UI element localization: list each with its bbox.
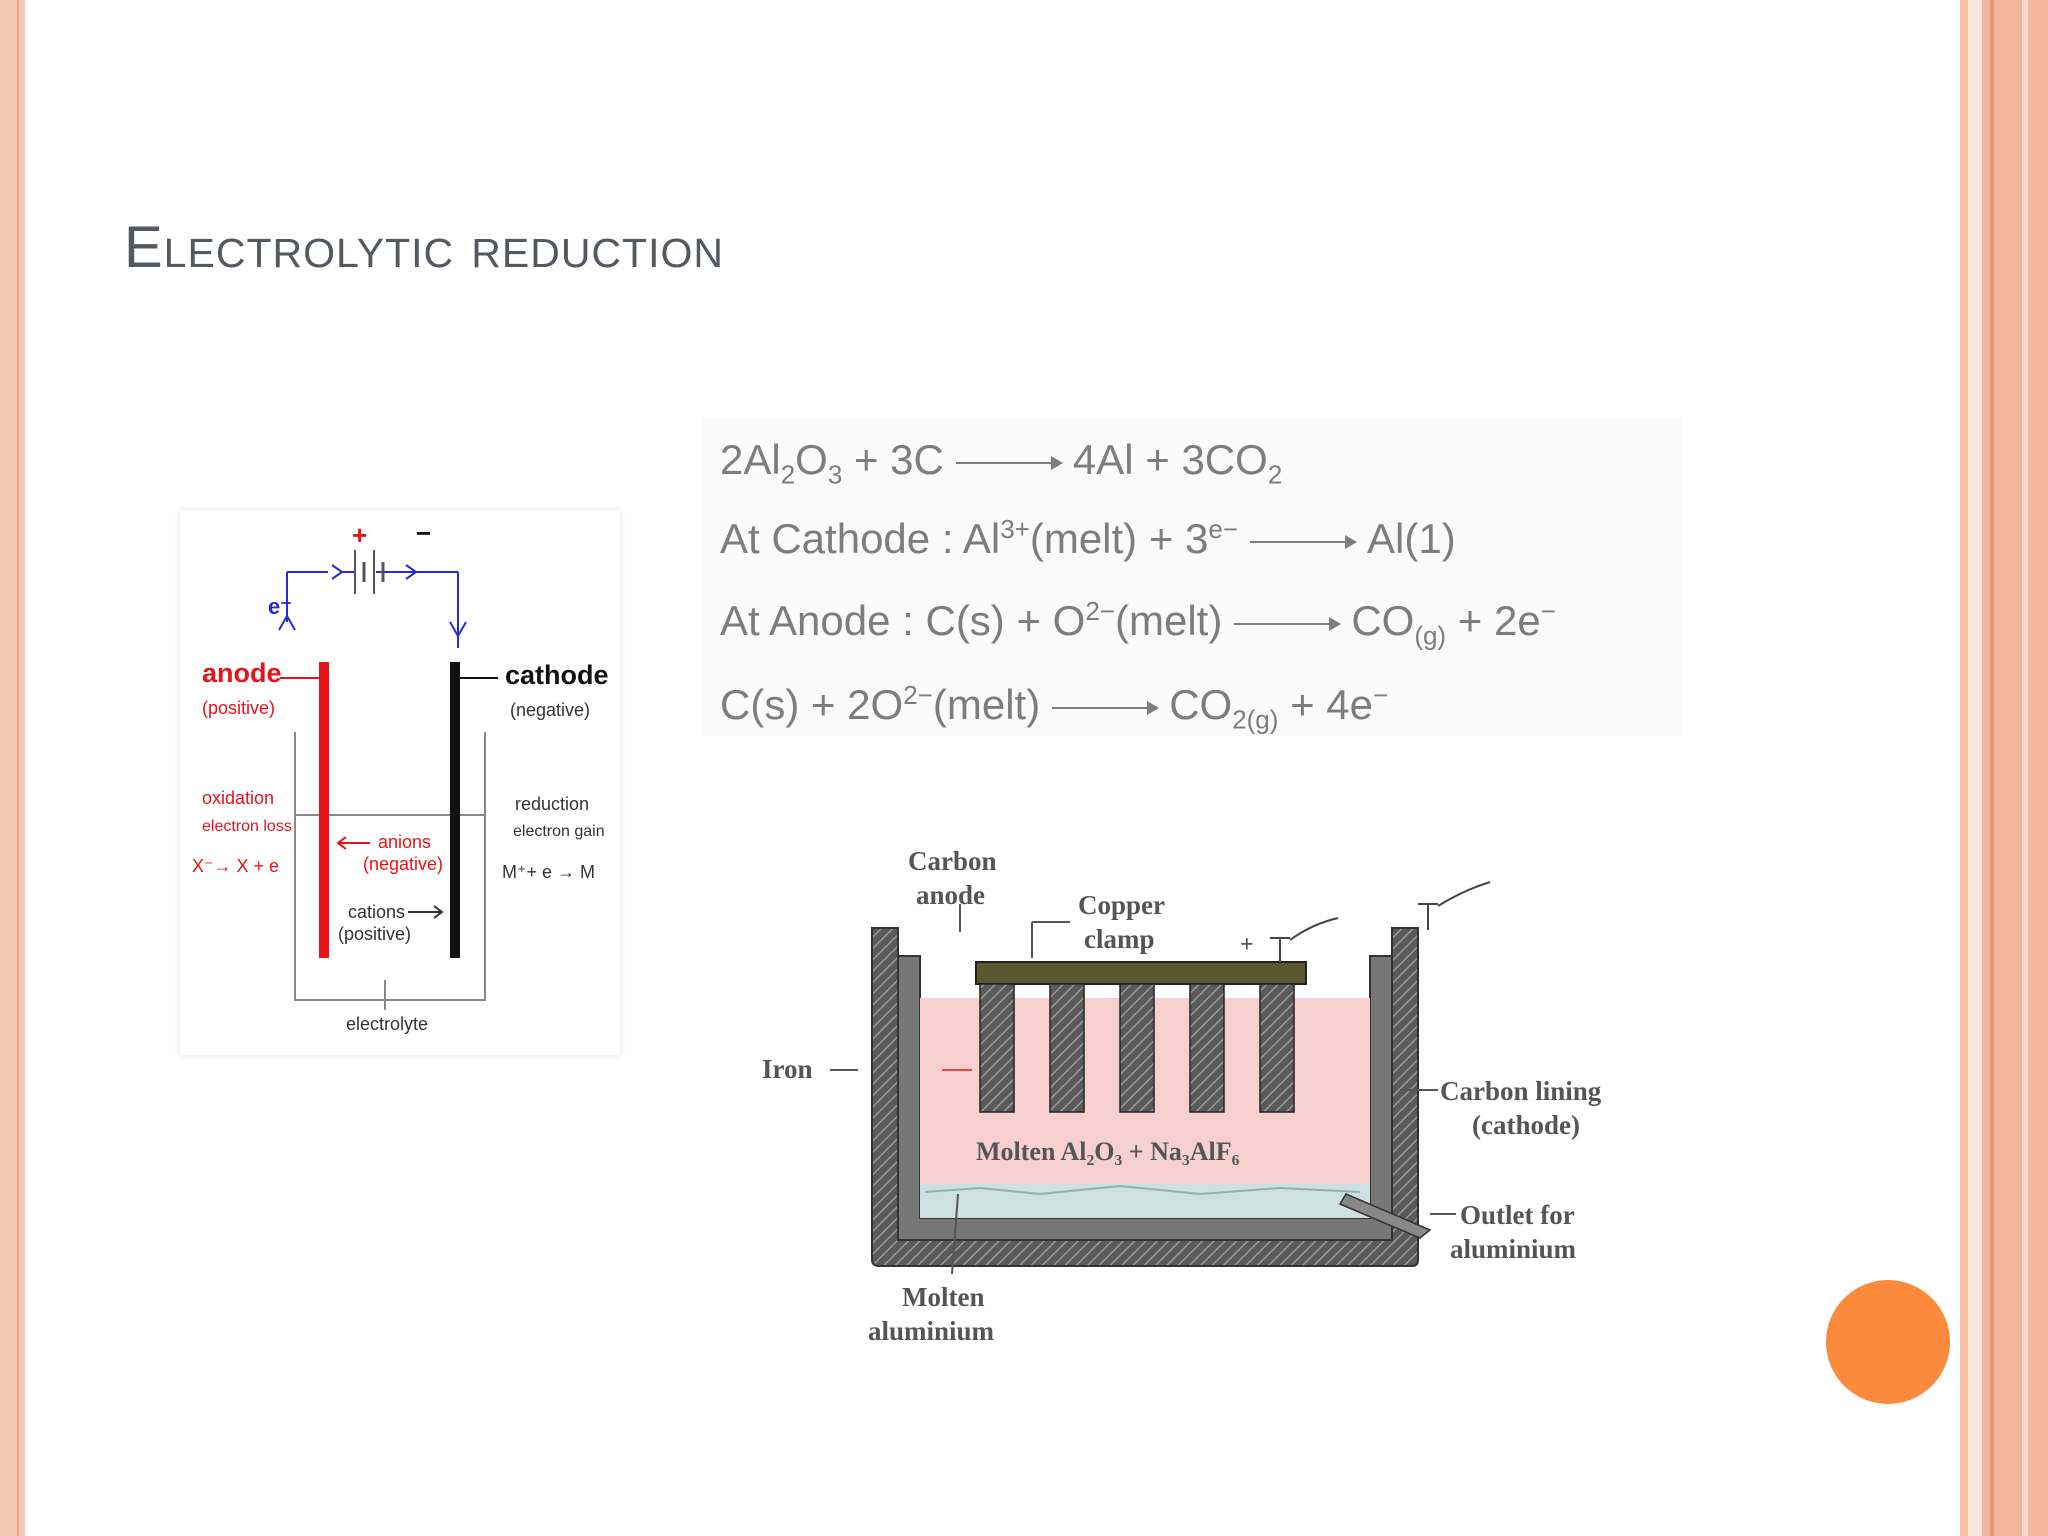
electron-loss-label: electron loss (202, 818, 292, 835)
carbon-anode-label: Carbon (908, 846, 997, 876)
furnace-diagram: Carbon anode Copper clamp + Iron Carbon … (740, 820, 1660, 1380)
slide-border-right (1960, 0, 1968, 1536)
cathode-wire-arrow (449, 621, 467, 639)
minus-sign: − (416, 518, 431, 548)
outlet-label-2: aluminium (1450, 1234, 1577, 1264)
reaction-arrow (1052, 700, 1160, 715)
cations-label: cations (348, 902, 405, 922)
iron-label: Iron (762, 1054, 813, 1084)
battery-arrow-left (331, 564, 344, 580)
iron-shell (871, 927, 1419, 1267)
cathode-electrode (450, 662, 460, 958)
outlet-label: Outlet for (1460, 1200, 1575, 1230)
carbon-anode-block (1259, 983, 1295, 1113)
cathode-sub-label: (negative) (510, 700, 590, 720)
equation-anode: At Anode : C(s) + O2−(melt)CO(g) + 2e− (720, 596, 1556, 651)
reduction-label: reduction (515, 794, 589, 814)
molten-aluminium-surface (924, 1184, 1361, 1196)
anode-sub-label: (positive) (202, 698, 275, 718)
anions-sub-label: (negative) (363, 854, 443, 874)
electron-gain-label: electron gain (513, 823, 605, 840)
furnace-svg: Carbon anode Copper clamp + Iron Carbon … (762, 846, 1602, 1346)
carbon-lining-label: Carbon lining (1440, 1076, 1602, 1106)
reaction-arrow (1250, 534, 1358, 549)
equation-cathode: At Cathode : Al3+(melt) + 3e−Al(1) (720, 514, 1456, 562)
copper-clamp-label-2: clamp (1084, 924, 1155, 954)
reaction-arrow (1234, 616, 1342, 631)
cations-sub-label: (positive) (338, 924, 411, 944)
negative-terminal-wire (1437, 881, 1491, 907)
molten-aluminium-label: Molten (902, 1282, 984, 1312)
carbon-anode-block (979, 983, 1015, 1113)
carbon-anode-block (1189, 983, 1225, 1113)
molten-mixture-label: Molten Al₂O₃ + Na₃AlF₆ (976, 1137, 1240, 1166)
slide-border-left (0, 0, 25, 1536)
slide-border-left-line (17, 0, 19, 1536)
slide-title: Electrolytic reduction (124, 215, 724, 280)
anode-wire-arrow (278, 613, 296, 631)
reduction-equation: M⁺+ e → M (502, 862, 595, 882)
cell-svg: + − e⁻ anode (positive) cathode (negativ… (192, 518, 609, 1034)
oxidation-equation: X⁻→ X + e (192, 856, 279, 876)
slide-border-right-stripe (1968, 0, 1982, 1536)
anode-label: anode (202, 658, 282, 688)
carbon-anode-label-2: anode (916, 880, 985, 910)
molten-aluminium-label-2: aluminium (868, 1316, 995, 1346)
battery-arrow-right (405, 564, 418, 580)
cations-arrowhead (433, 905, 444, 919)
anode-electrode (319, 662, 329, 958)
slide-border-right-highlight (2022, 0, 2028, 1536)
positive-terminal-wire (1289, 917, 1339, 941)
decorative-circle (1826, 1280, 1950, 1404)
carbon-anode-block (1049, 983, 1085, 1113)
equation-co2: C(s) + 2O2−(melt)CO2(g) + 4e− (720, 680, 1389, 735)
copper-clamp-label: Copper (1078, 890, 1165, 920)
carbon-anode-block (1119, 983, 1155, 1113)
anions-label: anions (378, 832, 431, 852)
cathode-label: cathode (505, 660, 609, 690)
anions-arrowhead (336, 836, 347, 850)
electrolyte-label: electrolyte (346, 1014, 428, 1034)
molten-aluminium-pointer (951, 1193, 959, 1275)
slide-border-right-line (1990, 0, 1994, 1536)
electrolytic-cell-diagram: + − e⁻ anode (positive) cathode (negativ… (180, 510, 620, 1055)
reaction-arrow (955, 455, 1063, 470)
copper-clamp (975, 961, 1307, 985)
positive-terminal-label: + (1240, 932, 1254, 958)
electron-label: e⁻ (268, 594, 292, 619)
aluminium-outlet (1338, 1193, 1432, 1239)
plus-sign: + (352, 520, 367, 550)
oxidation-label: oxidation (202, 788, 274, 808)
cell-container (294, 732, 486, 1001)
carbon-lining-label-2: (cathode) (1472, 1110, 1580, 1140)
